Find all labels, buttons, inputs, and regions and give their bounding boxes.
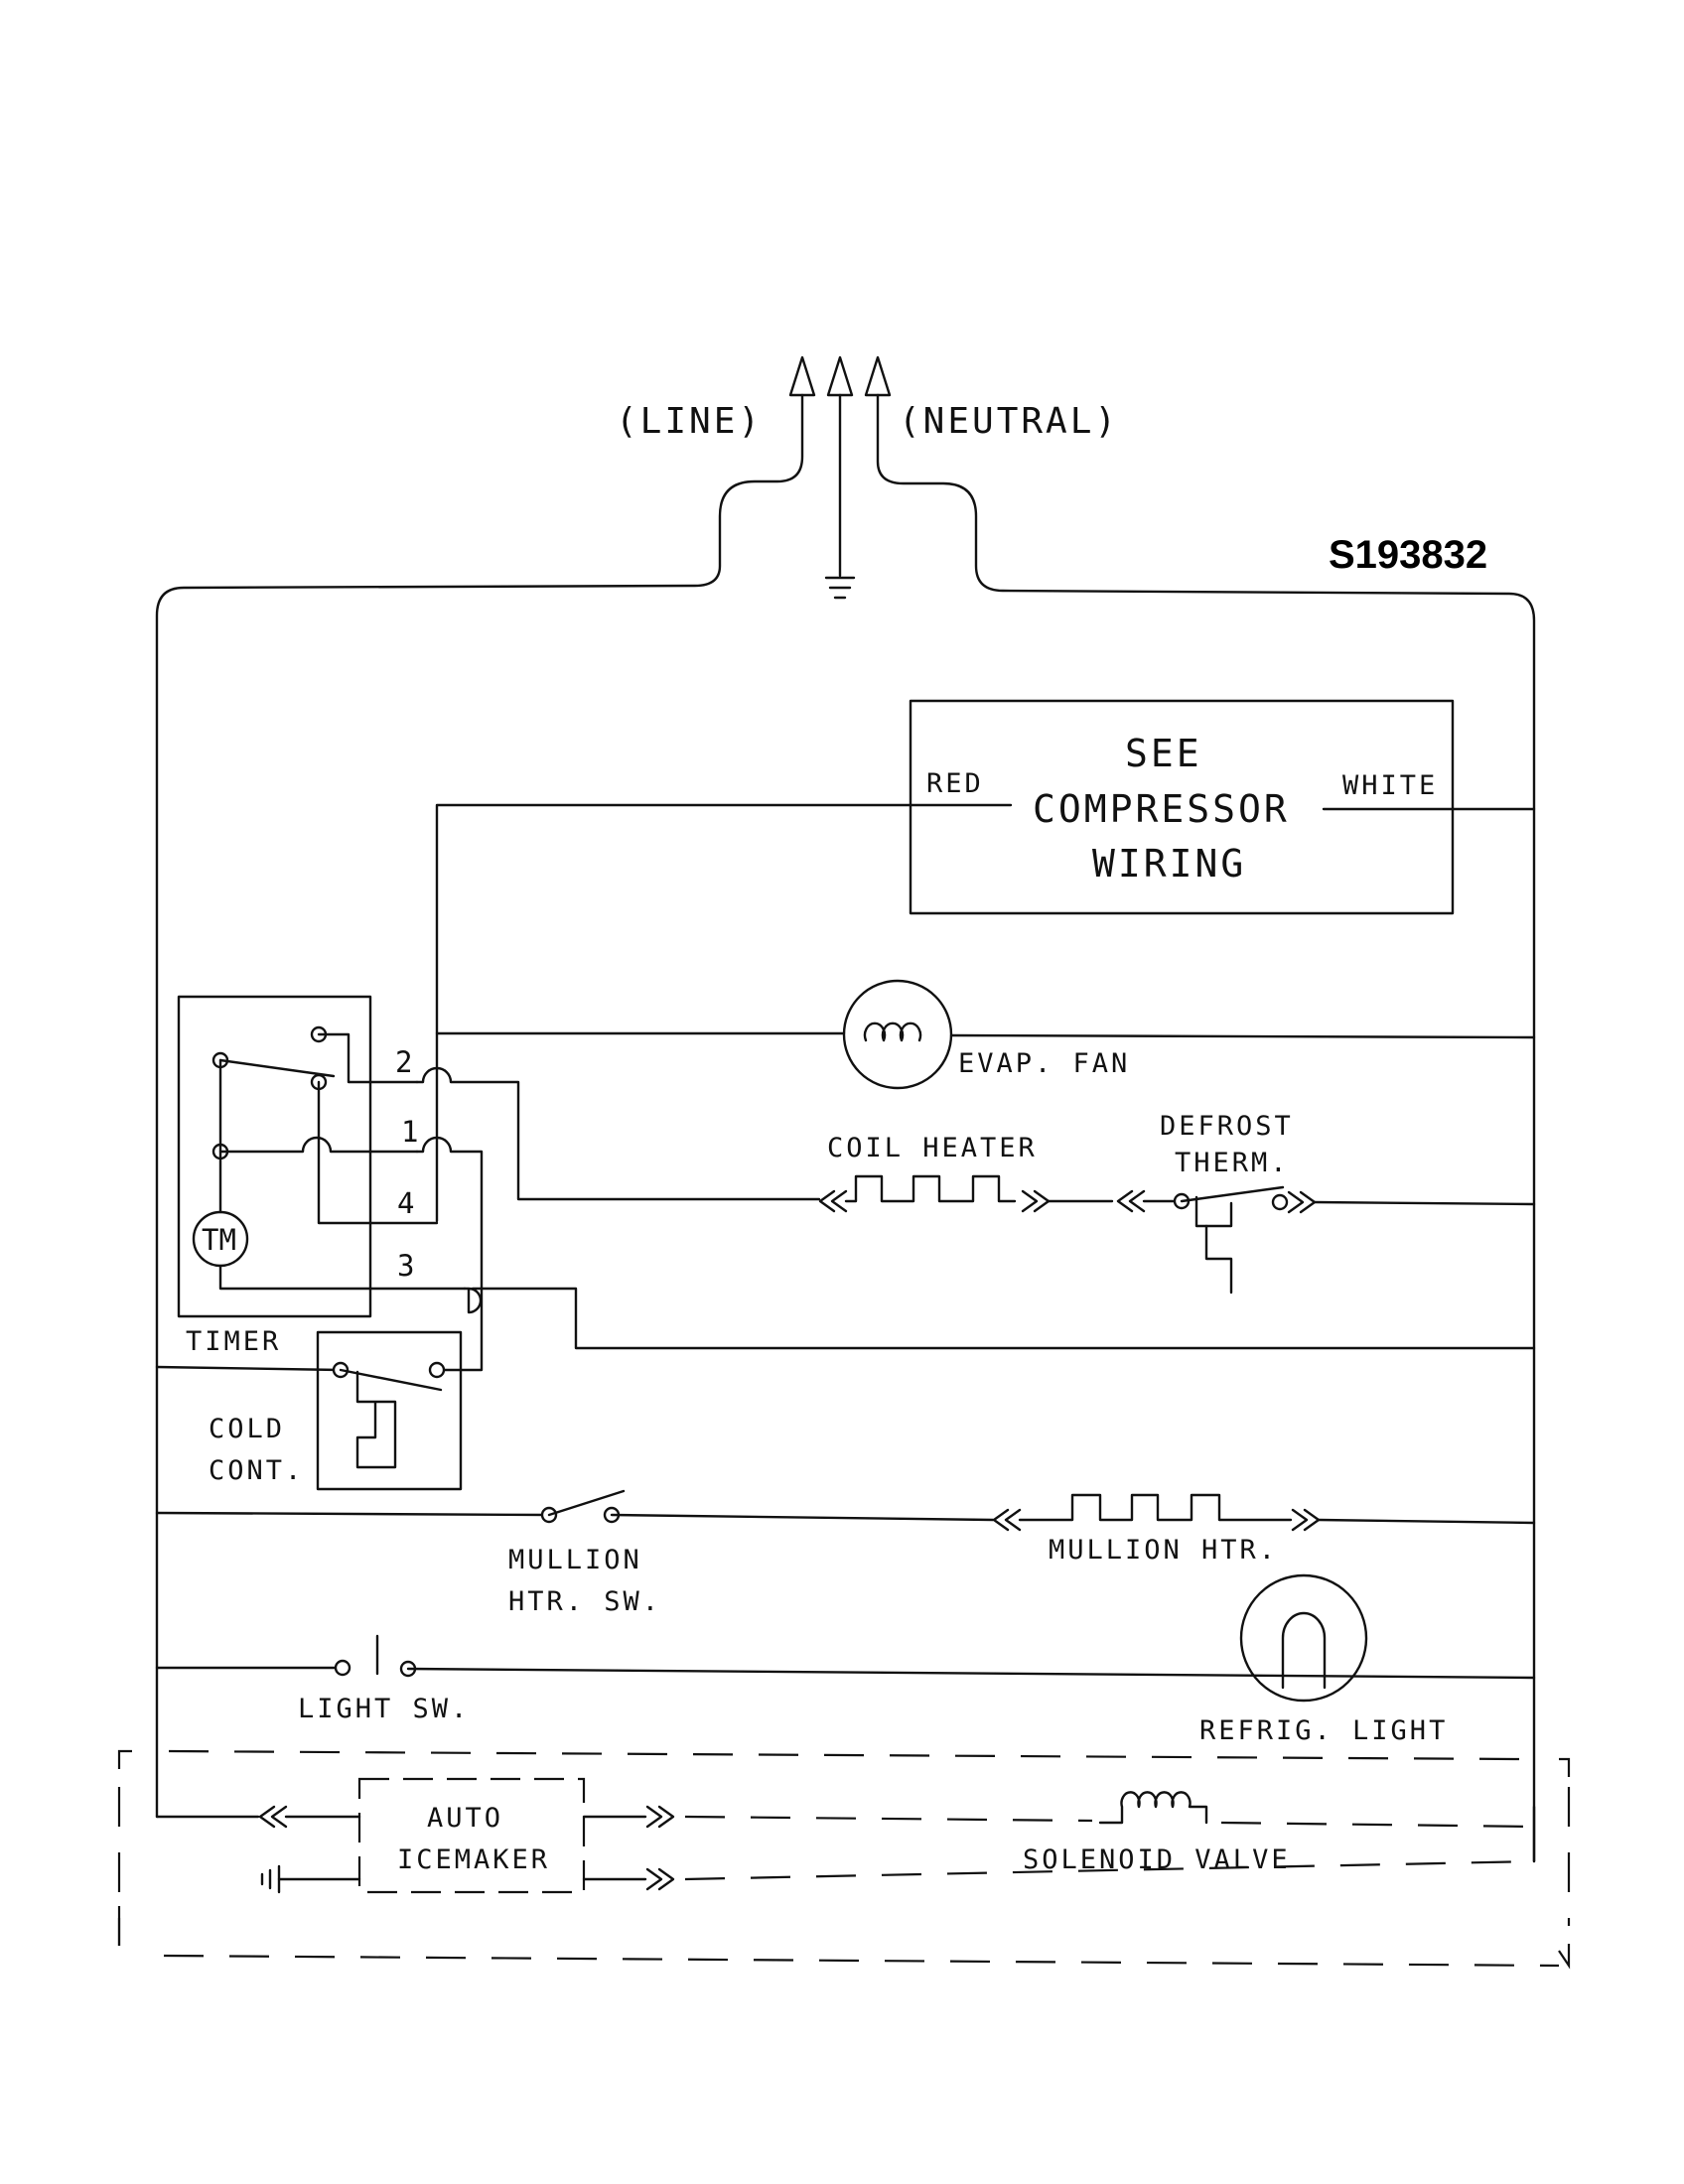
refrig-light-label: REFRIG. LIGHT xyxy=(1199,1715,1448,1746)
timer-label: TIMER xyxy=(186,1326,281,1357)
timer-terminal-3: 3 xyxy=(397,1249,414,1283)
timer-motor: TM xyxy=(192,1210,249,1268)
compressor-box xyxy=(909,699,1455,915)
white-wire-label: WHITE xyxy=(1342,770,1438,801)
defrost-therm-label-2: THERM. xyxy=(1175,1148,1290,1178)
icemaker-box xyxy=(357,1777,586,1894)
light-switch-label: LIGHT SW. xyxy=(298,1694,470,1724)
compressor-box-line1: SEE xyxy=(1125,732,1202,775)
cold-control-label-1: COLD xyxy=(209,1414,285,1444)
mullion-switch-label-1: MULLION xyxy=(508,1545,642,1575)
evap-fan-label: EVAP. FAN xyxy=(958,1048,1130,1079)
compressor-box-line2: COMPRESSOR xyxy=(1033,787,1290,831)
icemaker-wiring xyxy=(155,1791,1536,1894)
defrost-therm-label-1: DEFROST xyxy=(1160,1111,1294,1142)
timer-terminal-4: 4 xyxy=(397,1186,414,1220)
timer-terminal-2: 2 xyxy=(395,1045,412,1079)
timer-box xyxy=(177,995,372,1318)
optional-dashed-border xyxy=(117,1749,1571,1970)
timer-contacts xyxy=(211,1025,467,1291)
coil-heater-label: COIL HEATER xyxy=(827,1133,1038,1163)
mullion-heater-switch xyxy=(155,1489,995,1524)
diagram-code: S193832 xyxy=(1329,533,1487,577)
cold-control-label-2: CONT. xyxy=(209,1455,304,1486)
solenoid-valve-label: SOLENOID VALVE xyxy=(1023,1844,1291,1875)
compressor-box-line3: WIRING xyxy=(1092,842,1246,886)
defrost-therm-symbol xyxy=(1116,1185,1536,1295)
ground-symbol xyxy=(824,576,856,600)
evap-fan-symbol xyxy=(842,979,953,1090)
line-label: (LINE) xyxy=(616,401,763,442)
light-switch xyxy=(155,1634,1536,1680)
coil-heater-symbol xyxy=(818,1174,1114,1213)
cold-control-symbol xyxy=(155,1361,446,1469)
mullion-heater-label: MULLION HTR. xyxy=(1049,1535,1278,1566)
red-wire-label: RED xyxy=(926,768,984,799)
cold-control-box xyxy=(316,1330,463,1491)
mullion-heater-symbol xyxy=(992,1493,1536,1532)
icemaker-label-2: ICEMAKER xyxy=(397,1844,550,1875)
mullion-switch-label-2: HTR. SW. xyxy=(508,1586,661,1617)
icemaker-label-1: AUTO xyxy=(427,1803,503,1834)
neutral-label: (NEUTRAL) xyxy=(899,401,1119,442)
power-plug xyxy=(155,355,1536,1863)
timer-motor-label: TM xyxy=(202,1223,236,1257)
refrig-light-symbol xyxy=(1239,1573,1368,1703)
timer-terminal-1: 1 xyxy=(401,1115,418,1149)
